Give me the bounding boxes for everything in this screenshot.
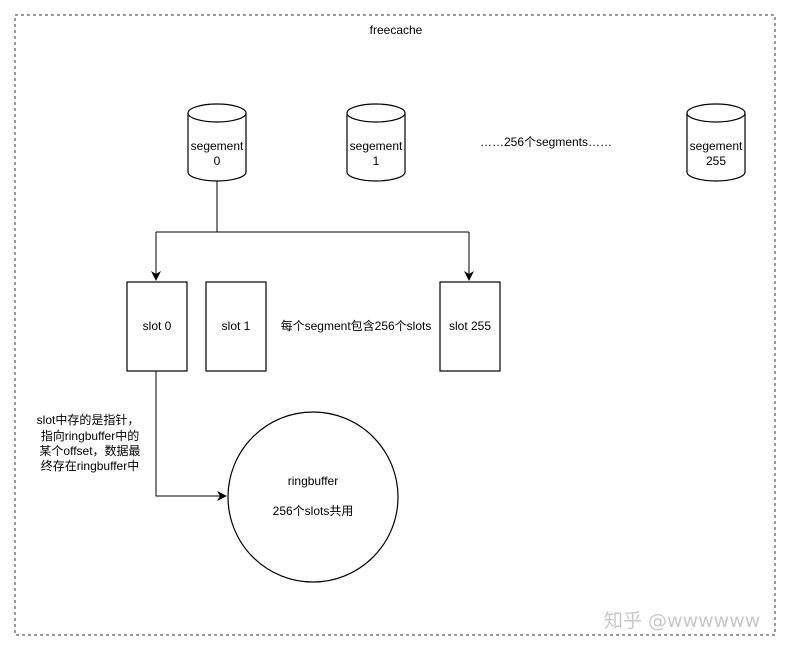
slot-pointer-note-line-4: 终存在ringbuffer中 <box>41 458 139 473</box>
slot-pointer-note-line-2: 指向ringbuffer中的 <box>41 428 139 443</box>
slot-to-ringbuffer-arrow <box>155 371 227 501</box>
segment-1-cylinder: segement 1 <box>346 103 406 182</box>
slot-0-label: slot 0 <box>143 319 172 333</box>
segment-255-label: segement <box>690 139 743 153</box>
segment-1-label: segement <box>350 139 403 153</box>
segment-255-cylinder: segement 255 <box>686 103 746 182</box>
segment-0-cylinder: segement 0 <box>187 103 247 182</box>
freecache-container <box>14 14 776 636</box>
segment-1-index: 1 <box>373 154 380 168</box>
slot-pointer-note: slot中存的是指针， 指向ringbuffer中的 某个offset，数据最 … <box>37 412 141 473</box>
watermark: 知乎 @wwwwww <box>604 610 760 632</box>
ringbuffer-subtitle: 256个slots共用 <box>273 504 354 518</box>
container-title: freecache <box>370 23 423 37</box>
slot-pointer-note-line-3: 某个offset，数据最 <box>39 443 140 458</box>
segments-count-note: ……256个segments…… <box>480 135 612 149</box>
slot-0-box: slot 0 <box>126 281 188 372</box>
slots-count-note: 每个segment包含256个slots <box>281 318 432 333</box>
segment-0-index: 0 <box>214 154 221 168</box>
slot-pointer-note-line-1: slot中存的是指针， <box>37 412 140 427</box>
segment-255-index: 255 <box>706 154 726 168</box>
ringbuffer-title: ringbuffer <box>288 474 338 488</box>
segment-to-slots-connector <box>151 181 474 281</box>
slot-255-box: slot 255 <box>439 281 501 372</box>
slot-1-label: slot 1 <box>222 319 251 333</box>
segment-0-label: segement <box>191 139 244 153</box>
ringbuffer-circle: ringbuffer 256个slots共用 <box>227 411 399 583</box>
slot-255-label: slot 255 <box>449 319 491 333</box>
slot-1-box: slot 1 <box>205 281 267 372</box>
